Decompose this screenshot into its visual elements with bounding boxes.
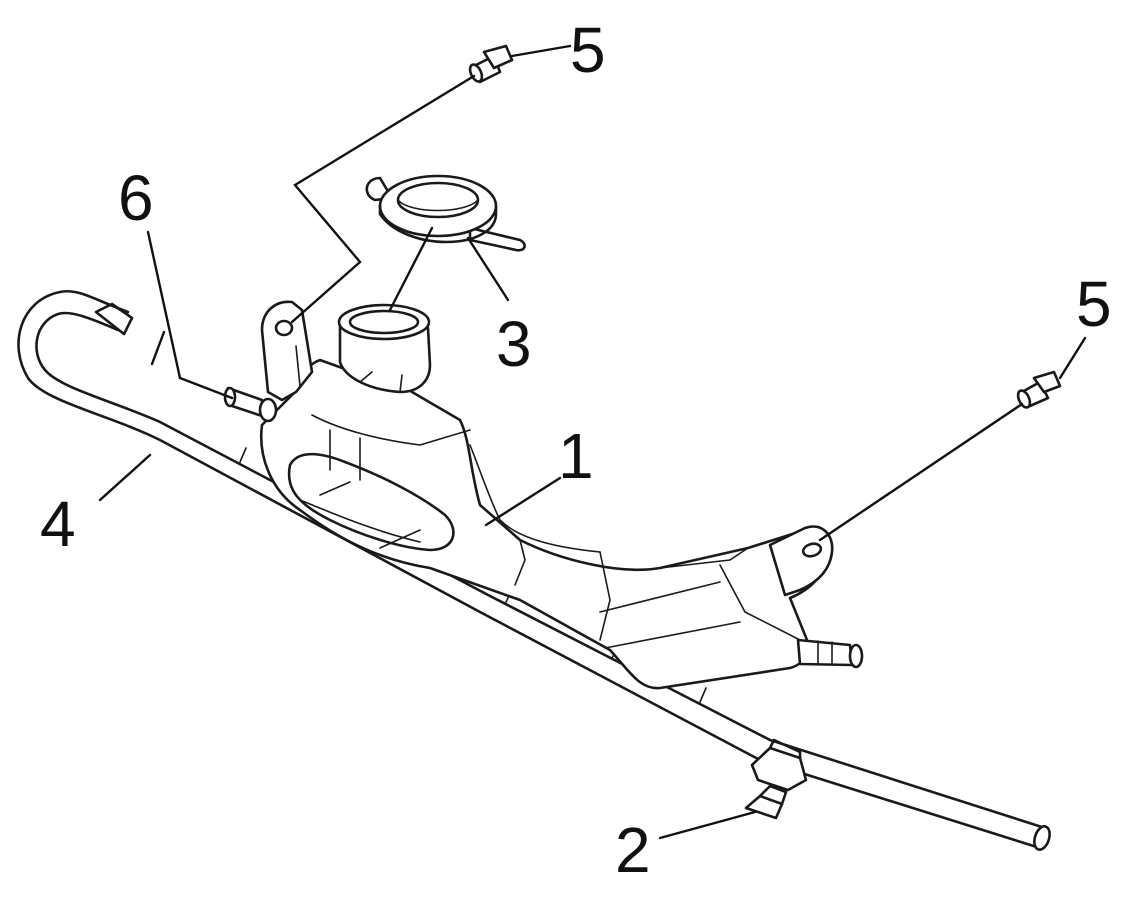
- callout-4: 4: [40, 488, 76, 560]
- marker-part-6: [150, 330, 166, 366]
- callout-6: 6: [118, 162, 154, 234]
- leader-5a-path: [290, 74, 476, 324]
- bolt-part-5-upper: [468, 44, 514, 84]
- leader-6: [146, 230, 234, 400]
- reservoir-tank-part-1: [223, 300, 864, 690]
- cap-part-3: [365, 174, 526, 252]
- leader-2: [658, 810, 757, 840]
- callout-5-right: 5: [1076, 268, 1112, 340]
- leader-4: [98, 453, 152, 502]
- callout-1: 1: [558, 420, 594, 492]
- callout-2: 2: [615, 814, 651, 886]
- leader-1: [484, 476, 562, 527]
- callouts: 1 2 3 4 5 5 6: [40, 14, 1112, 886]
- leader-3b: [388, 226, 434, 312]
- bolt-part-5-right: [1016, 370, 1062, 409]
- clip-part-2: [744, 738, 808, 820]
- leader-5a: [510, 44, 572, 58]
- callout-5-upper: 5: [570, 14, 606, 86]
- leader-5b: [1058, 336, 1087, 380]
- callout-3: 3: [496, 308, 532, 380]
- leader-5b-path: [818, 402, 1024, 542]
- leader-lines: [98, 44, 1087, 840]
- leader-3: [466, 236, 510, 302]
